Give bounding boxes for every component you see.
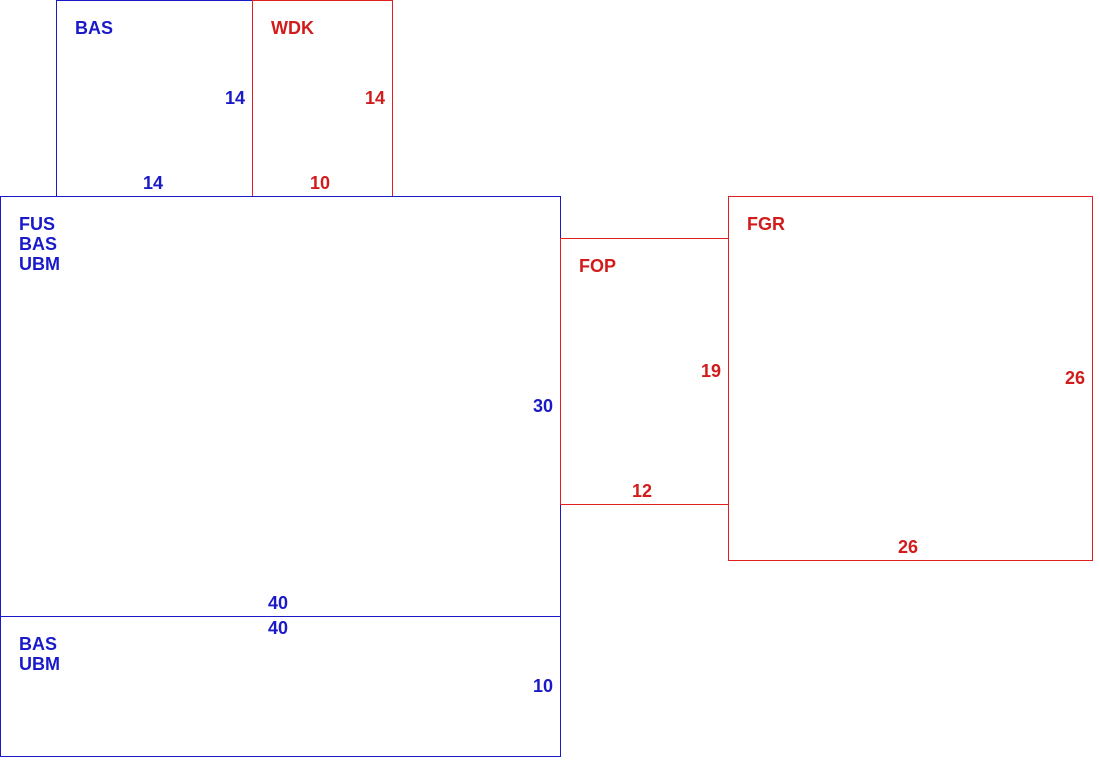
room-fop-name: FOP (579, 256, 617, 276)
room-fop-side-dimension: 19 (701, 361, 722, 381)
room-lower-side-dimension: 10 (533, 676, 554, 696)
room-lower-name-2: UBM (19, 654, 60, 674)
room-main-name-1: FUS (19, 214, 55, 234)
room-fgr-bottom-dimension: 26 (898, 537, 919, 557)
room-fgr-name: FGR (747, 214, 785, 234)
room-main-bottom-dimension: 40 (268, 593, 289, 613)
room-wdk-bottom-dimension: 10 (310, 173, 331, 193)
room-bas-top-side-dimension: 14 (225, 88, 246, 108)
room-main (0, 196, 561, 617)
room-wdk-side-dimension: 14 (365, 88, 386, 108)
room-main-names: FUS BAS UBM (19, 214, 60, 274)
room-main-name-3: UBM (19, 254, 60, 274)
room-lower (0, 616, 561, 757)
room-fgr (728, 196, 1093, 561)
room-wdk-name: WDK (271, 18, 314, 38)
room-lower-names: BAS UBM (19, 634, 60, 674)
room-bas-top-name: BAS (75, 18, 114, 38)
room-lower-top-dimension: 40 (268, 618, 289, 638)
room-lower-name-1: BAS (19, 634, 58, 654)
room-bas-top-bottom-dimension: 14 (143, 173, 164, 193)
room-main-name-2: BAS (19, 234, 58, 254)
room-fgr-side-dimension: 26 (1065, 368, 1086, 388)
room-main-side-dimension: 30 (533, 396, 554, 416)
room-fop-bottom-dimension: 12 (632, 481, 653, 501)
